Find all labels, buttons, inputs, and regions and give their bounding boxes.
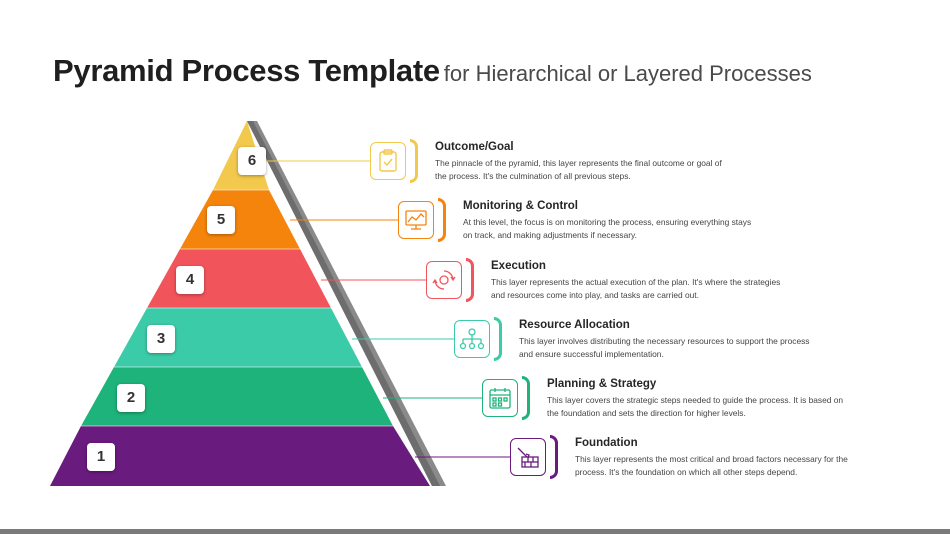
outcome-goal-title: Outcome/Goal [435,141,514,153]
brick-wall-icon [517,447,539,468]
monitoring-control-icon-box [398,201,434,239]
gear-cycle-icon [432,270,456,290]
resource-allocation-title: Resource Allocation [519,319,630,331]
bottom-divider [0,529,950,534]
foundation-icon-box [510,438,546,476]
foundation-bracket [550,435,558,479]
title-subtitle: for Hierarchical or Layered Processes [443,61,812,86]
planning-strategy-icon-box [482,379,518,417]
monitoring-control-description: At this level, the focus is on monitorin… [463,217,752,240]
resource-allocation-description: This layer involves distributing the nec… [519,336,810,359]
layer-number-5: 5 [207,206,235,234]
pyramid-side-face-shade [247,121,440,486]
layer-number-4: 4 [176,266,204,294]
execution-description: This layer represents the actual executi… [491,277,781,300]
execution-title: Execution [491,260,546,272]
clipboard-check-icon [379,149,397,172]
foundation-title: Foundation [575,437,638,449]
title-main: Pyramid Process Template [53,53,440,88]
outcome-goal-icon-box [370,142,406,180]
pyramid-layer-5 [180,190,300,249]
monitoring-control-title: Monitoring & Control [463,200,578,212]
resource-allocation-bracket [494,317,502,361]
layer-number-1: 1 [87,443,115,471]
resource-allocation-icon-box [454,320,490,358]
outcome-goal-description: The pinnacle of the pyramid, this layer … [435,158,722,181]
planning-strategy-title: Planning & Strategy [547,378,657,390]
hierarchy-icon [459,328,485,350]
execution-icon-box [426,261,462,299]
layer-number-2: 2 [117,384,145,412]
execution-bracket [466,258,474,302]
layer-number-3: 3 [147,325,175,353]
pyramid-layer-3 [114,308,362,367]
pyramid-layer-4 [147,249,331,308]
foundation-description: This layer represents the most critical … [575,454,848,477]
pyramid-layer-1 [50,426,430,486]
planning-strategy-bracket [522,376,530,420]
planning-strategy-description: This layer covers the strategic steps ne… [547,395,844,418]
monitoring-chart-icon [405,210,427,230]
monitoring-control-bracket [438,198,446,242]
calendar-plan-icon [489,388,511,409]
outcome-goal-bracket [410,139,418,183]
layer-number-6: 6 [238,147,266,175]
pyramid-layer-2 [81,367,393,426]
